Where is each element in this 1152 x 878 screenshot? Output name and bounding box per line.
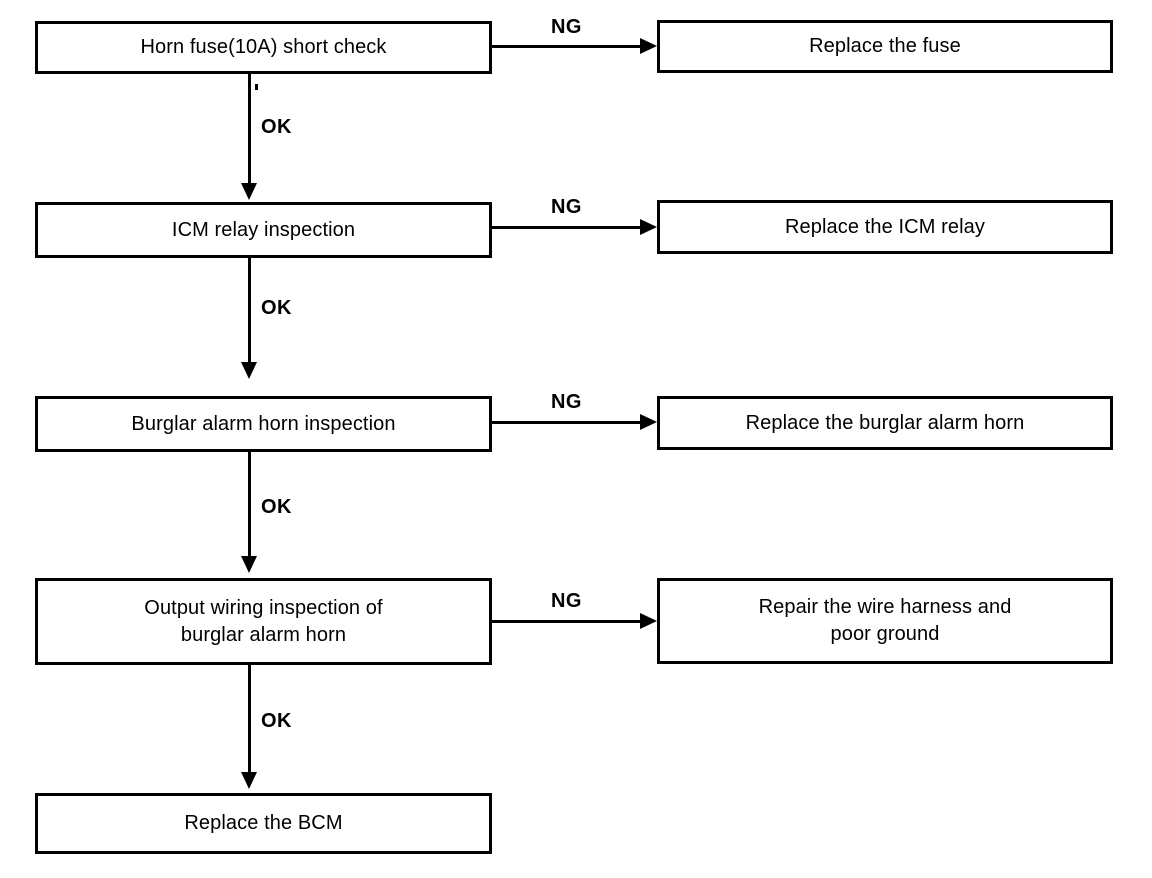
node-action-3[interactable]: Replace the burglar alarm horn — [657, 396, 1113, 450]
edge-ok-2-line — [248, 258, 251, 365]
edge-ng-2-line — [491, 226, 646, 229]
node-check-2[interactable]: ICM relay inspection — [35, 202, 492, 258]
node-action-4-label: Repair the wire harness and poor ground — [758, 596, 1012, 645]
edge-ok-4-arrowhead — [241, 772, 257, 789]
edge-ok-3-label: OK — [261, 496, 292, 518]
edge-ng-2-label: NG — [551, 196, 582, 218]
node-check-4[interactable]: Output wiring inspection of burglar alar… — [35, 578, 492, 665]
edge-ng-4-arrowhead — [640, 613, 657, 629]
node-action-2[interactable]: Replace the ICM relay — [657, 200, 1113, 254]
edge-ng-3-arrowhead — [640, 414, 657, 430]
node-action-3-label: Replace the burglar alarm horn — [745, 411, 1025, 434]
node-final-label: Replace the BCM — [184, 812, 343, 834]
scan-artifact-speck — [255, 84, 258, 90]
edge-ng-1-label: NG — [551, 16, 582, 38]
edge-ok-3-line — [248, 452, 251, 559]
edge-ok-4-label: OK — [261, 710, 292, 732]
node-action-1[interactable]: Replace the fuse — [657, 20, 1113, 73]
node-action-2-label: Replace the ICM relay — [785, 215, 985, 238]
edge-ok-1-arrowhead — [241, 183, 257, 200]
edge-ng-3-line — [491, 421, 646, 424]
edge-ok-2-label: OK — [261, 297, 292, 319]
node-check-1[interactable]: Horn fuse(10A) short check — [35, 21, 492, 74]
edge-ng-4-label: NG — [551, 590, 582, 612]
edge-ok-1-line — [248, 74, 251, 186]
node-check-3-label: Burglar alarm horn inspection — [131, 412, 396, 435]
edge-ng-1-line — [491, 45, 646, 48]
edge-ng-3-label: NG — [551, 391, 582, 413]
edge-ok-4-line — [248, 665, 251, 775]
node-final-replace-bcm[interactable]: Replace the BCM — [35, 793, 492, 854]
edge-ok-3-arrowhead — [241, 556, 257, 573]
node-check-2-label: ICM relay inspection — [171, 218, 356, 241]
node-check-4-label: Output wiring inspection of burglar alar… — [144, 596, 383, 646]
edge-ok-1-label: OK — [261, 116, 292, 138]
edge-ng-2-arrowhead — [640, 219, 657, 235]
edge-ng-1-arrowhead — [640, 38, 657, 54]
edge-ok-2-arrowhead — [241, 362, 257, 379]
node-action-4[interactable]: Repair the wire harness and poor ground — [657, 578, 1113, 664]
node-action-1-label: Replace the fuse — [809, 35, 961, 57]
node-check-1-label: Horn fuse(10A) short check — [140, 36, 387, 58]
edge-ng-4-line — [491, 620, 646, 623]
node-check-3[interactable]: Burglar alarm horn inspection — [35, 396, 492, 452]
